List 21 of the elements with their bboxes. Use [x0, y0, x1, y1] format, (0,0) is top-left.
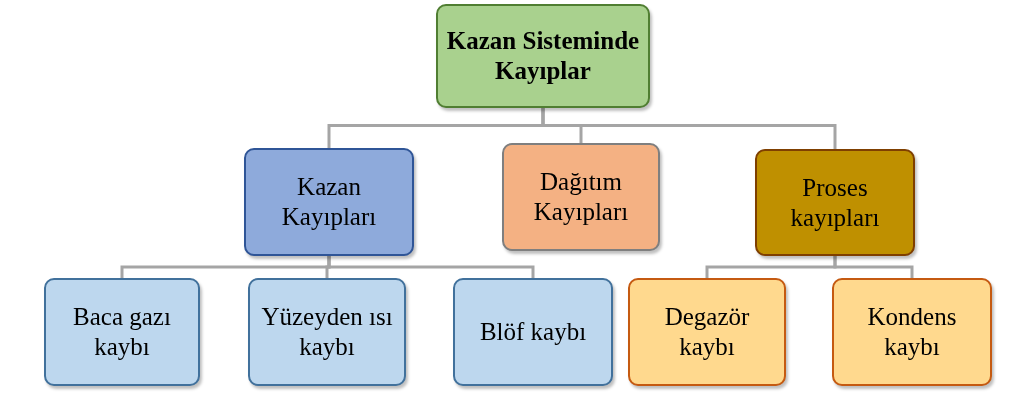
connector-line	[327, 256, 535, 278]
node-label: Yüzeyden ısı kaybı	[260, 302, 394, 362]
node-label: Kondens kaybı	[866, 302, 958, 362]
item-box	[832, 278, 992, 386]
connector-line	[833, 256, 914, 278]
category-box	[755, 149, 915, 256]
category-box	[244, 148, 414, 256]
item-box	[628, 278, 786, 386]
item-box	[44, 278, 200, 386]
item-box	[248, 278, 406, 386]
category-box	[502, 143, 660, 251]
node-label: Proses kayıpları	[789, 172, 881, 233]
connector-line	[541, 108, 837, 149]
node-label: Baca gazı kaybı	[72, 302, 172, 362]
item-box	[453, 278, 613, 386]
node-label: Dağıtım Kayıpları	[532, 167, 630, 227]
heading-box	[436, 4, 650, 108]
node-label: Degazör kaybı	[663, 302, 751, 362]
node-label: Kazan Kayıpları	[280, 172, 378, 232]
node-label: Blöf kaybı	[479, 317, 587, 347]
node-label: Kazan Sisteminde Kayıplar	[445, 26, 641, 86]
